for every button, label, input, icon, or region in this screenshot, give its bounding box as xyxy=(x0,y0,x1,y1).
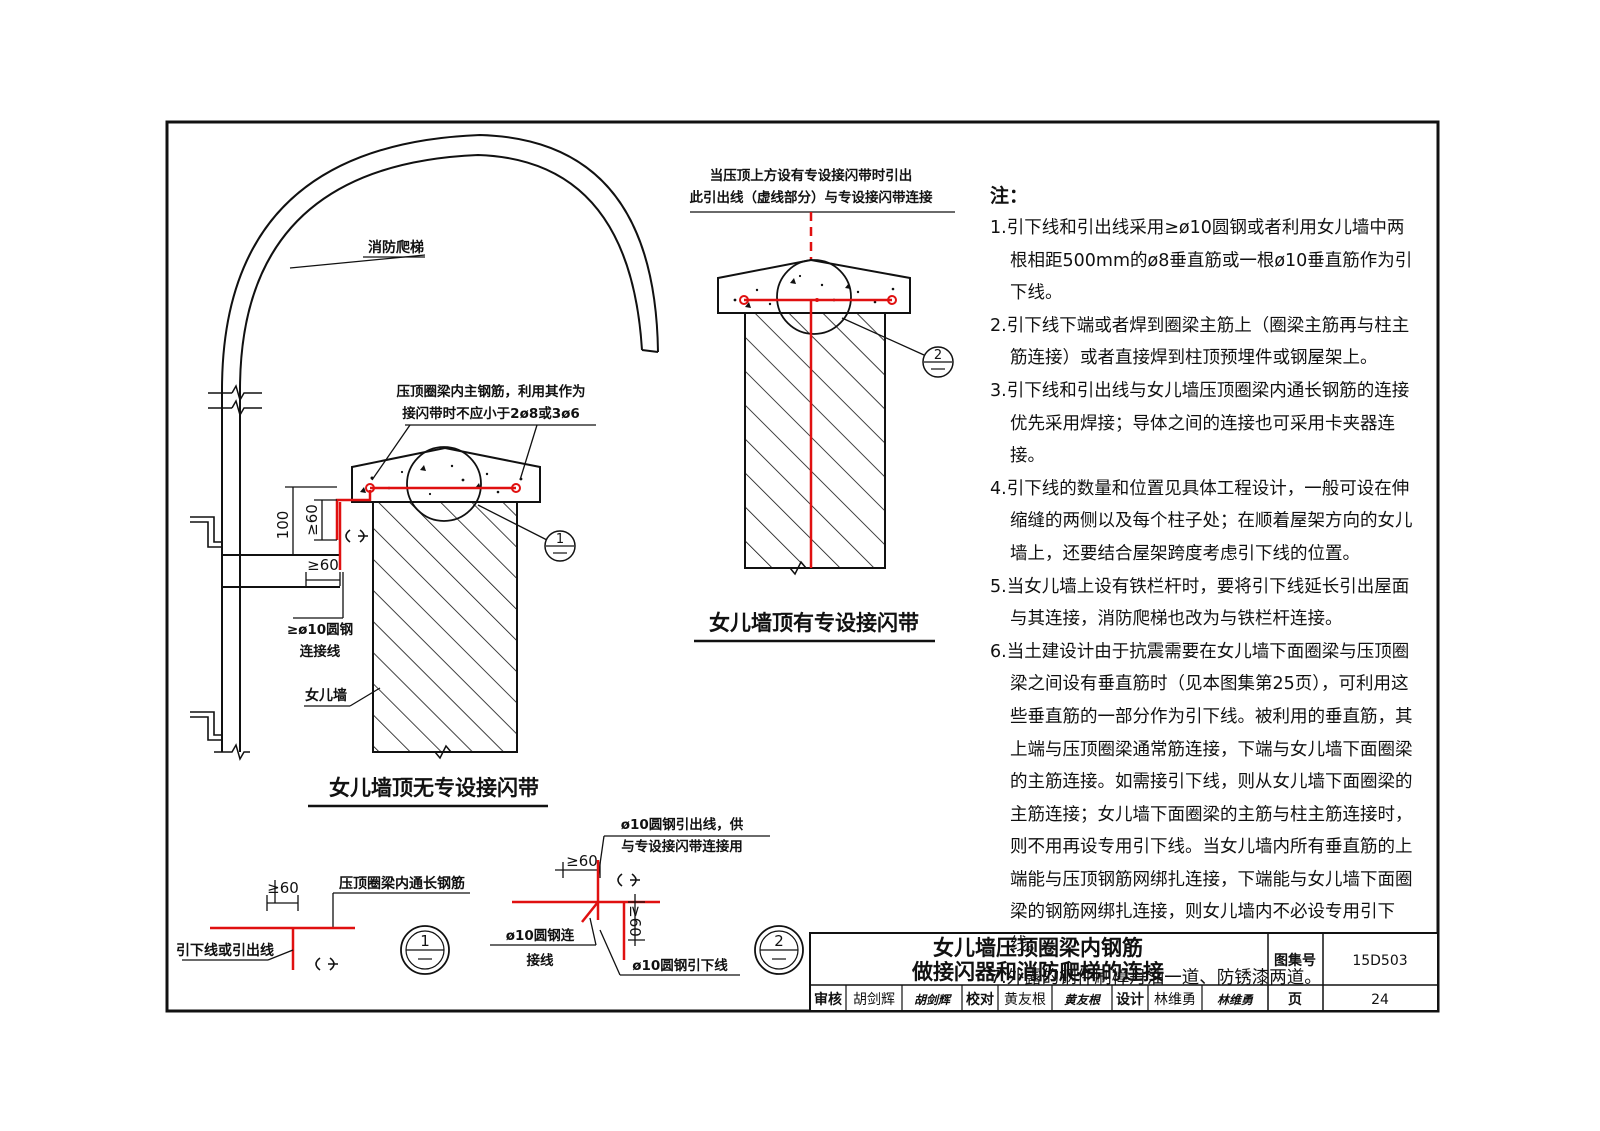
detail-2-callout-circle xyxy=(776,259,852,335)
detail-2-outlet-line-2: 与专设接闪带连接用 xyxy=(621,838,743,855)
detail-2: ≥60 ø10圆钢引出线，供 与专设接闪带连接用 ≥60 ø10圆钢连 接线 ø… xyxy=(490,816,804,976)
detail-1: ≥60 压顶圈梁内通长钢筋 引下线或引出线 1 xyxy=(176,875,470,975)
dimension-lines xyxy=(285,486,341,586)
note-item: 5.当女儿墙上设有铁栏杆时，要将引下线延长引出屋面与其连接，消防爬梯也改为与铁栏… xyxy=(990,576,1410,630)
notes-panel: 注： 1.引下线和引出线采用≥ø10圆钢或者利用女儿墙中两根相距500mm的ø8… xyxy=(990,180,1420,994)
sheet-frame xyxy=(165,120,1440,1013)
right-note-line-2: 此引出线（虚线部分）与专设接闪带连接 xyxy=(690,189,933,206)
connector-label-line-2: 连接线 xyxy=(300,643,341,660)
detail-2-ref: 2 xyxy=(774,932,784,950)
ladder-arc-inner xyxy=(239,153,643,391)
detail-2-connector-line-1: ø10圆钢连 xyxy=(506,927,575,944)
right-detail: 当压顶上方设有专设接闪带时引出 此引出线（虚线部分）与专设接闪带连接 2 女儿墙… xyxy=(690,167,955,643)
review-label: 审核 xyxy=(814,991,842,1008)
right-note-line-1: 当压顶上方设有专设接闪带时引出 xyxy=(710,167,913,184)
detail-1-downlead-label: 引下线或引出线 xyxy=(176,942,274,959)
left-caption: 女儿墙顶无专设接闪带 xyxy=(329,776,539,800)
detail-ref-1: 1 xyxy=(556,532,564,547)
detail-2-dim-60-top: ≥60 xyxy=(566,852,598,870)
design-label: 设计 xyxy=(1116,991,1144,1008)
note-item: 2.引下线下端或者焊到圈梁主筋上（圈梁主筋再与柱主筋连接）或者直接焊到柱顶预埋件… xyxy=(990,315,1410,369)
notes-title: 注： xyxy=(990,185,1029,207)
ladder-label: 消防爬梯 xyxy=(368,239,424,256)
atlas-no: 15D503 xyxy=(1352,953,1407,969)
detail-2-dim-60-vertical: ≥60 xyxy=(626,905,644,937)
rail-break-bottom xyxy=(214,743,250,761)
note-item: 1.引下线和引出线采用≥ø10圆钢或者利用女儿墙中两根相距500mm的ø8垂直筋… xyxy=(990,218,1413,304)
coping-cap xyxy=(351,446,541,503)
dimension-100: 100 xyxy=(274,511,292,540)
connector-label-line-1: ≥ø10圆钢 xyxy=(287,621,353,638)
left-detail: 100 ≥60 ≥60 消防爬梯 压顶圈梁内主钢筋，利用其作为 接闪带时不应小于… xyxy=(190,133,659,808)
dimension-60-vertical: ≥60 xyxy=(303,504,321,536)
note-item: 7.外露的钢件刷樟丹油一道、防锈漆两道。 xyxy=(990,967,1322,988)
note-item: 6.当土建设计由于抗震需要在女儿墙下面圈梁与压顶圈梁之间设有垂直筋时（见本图集第… xyxy=(990,641,1413,956)
atlas-no-label: 图集号 xyxy=(1274,952,1316,969)
connector-rebar-red xyxy=(335,490,372,540)
ladder-bracket-lower xyxy=(190,711,222,741)
page-no: 24 xyxy=(1371,992,1389,1008)
parapet-wall xyxy=(372,501,518,753)
ladder-arc-outer xyxy=(221,133,659,391)
reviewer-name: 胡剑辉 xyxy=(853,992,895,1008)
detail-ref-2: 2 xyxy=(934,348,942,363)
rebar-note-line-1: 压顶圈梁内主钢筋，利用其作为 xyxy=(397,383,586,400)
title-block: 女儿墙压顶圈梁内钢筋 做接闪器和消防爬梯的连接 图集号 15D503 页 24 … xyxy=(809,932,1439,1012)
rail-break-top xyxy=(208,384,262,417)
check-label: 校对 xyxy=(966,991,994,1008)
parapet-wall-right xyxy=(744,312,886,569)
detail-1-dim-60: ≥60 xyxy=(267,879,299,897)
detail-2-downlead-red xyxy=(581,901,599,923)
detail-1-ref: 1 xyxy=(420,932,430,950)
detail-2-outlet-line-1: ø10圆钢引出线，供 xyxy=(621,816,744,833)
dimension-60-horizontal: ≥60 xyxy=(307,556,339,574)
note-item: 4.引下线的数量和位置见具体工程设计，一般可设在伸缩缝的两侧以及每个柱子处；在顺… xyxy=(990,478,1413,564)
detail-1-rebar-label: 压顶圈梁内通长钢筋 xyxy=(339,875,465,892)
checker-signature: 黄友根 xyxy=(1064,993,1102,1007)
detail-2-downlead-label: ø10圆钢引下线 xyxy=(632,957,728,974)
reviewer-signature: 胡剑辉 xyxy=(914,993,952,1007)
ladder-bracket-upper xyxy=(190,516,222,548)
detail-2-connector-line-2: 接线 xyxy=(527,952,555,969)
designer-name: 林维勇 xyxy=(1154,992,1196,1008)
detail-1-callout-circle xyxy=(406,446,482,522)
rebar-note-line-2: 接闪带时不应小于2ø8或3ø6 xyxy=(402,405,580,422)
title-line-2: 做接闪器和消防爬梯的连接 xyxy=(911,960,1164,984)
page-label: 页 xyxy=(1288,992,1302,1008)
note-item: 3.引下线和引出线与女儿墙压顶圈梁内通长钢筋的连接优先采用焊接；导体之间的连接也… xyxy=(990,380,1410,467)
checker-name: 黄友根 xyxy=(1004,991,1046,1008)
title-line-1: 女儿墙压顶圈梁内钢筋 xyxy=(933,936,1143,960)
wall-label: 女儿墙 xyxy=(305,687,347,704)
right-caption: 女儿墙顶有专设接闪带 xyxy=(709,611,919,635)
designer-signature: 林维勇 xyxy=(1217,993,1254,1007)
